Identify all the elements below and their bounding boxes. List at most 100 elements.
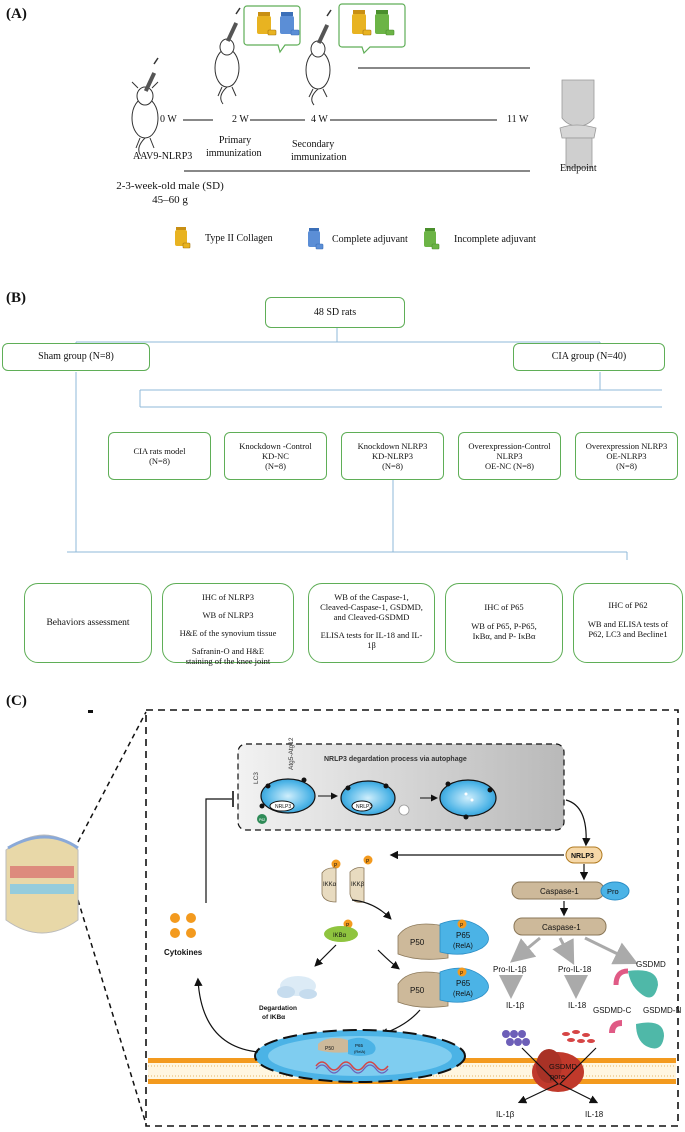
p-label: P xyxy=(366,859,370,865)
cytokines-icon xyxy=(170,913,196,938)
degradation-arrow xyxy=(314,944,337,967)
assay-p62: IHC of P62 WB and ELISA tests of P62, LC… xyxy=(573,583,683,663)
aav-label: AAV9-NLRP3 xyxy=(133,151,193,162)
assay-line: ELISA tests for IL-18 and IL- xyxy=(320,630,423,640)
p62-label: P62 xyxy=(259,818,265,822)
primary-label-2: immunization xyxy=(206,148,262,159)
joint-illustration-icon xyxy=(5,834,79,934)
lc3-label: LC3 xyxy=(253,772,260,784)
rat-icon-2w xyxy=(214,38,240,105)
legend-collagen-icon xyxy=(175,227,191,249)
phospho-icon xyxy=(343,919,353,929)
collagen-vial-icon xyxy=(257,12,277,36)
grey-arrow xyxy=(584,936,639,965)
group-box-kd-nlrp3: Knockdown NLRP3 KD-NLRP3 (N=8) xyxy=(341,432,444,480)
legend-collagen-label: Type II Collagen xyxy=(205,233,273,244)
knee-joint-icon xyxy=(559,79,597,169)
rat-desc-2: 45–60 g xyxy=(152,194,188,206)
rela-label: (RelA) xyxy=(453,943,473,950)
endpoint-label: Endpoint xyxy=(560,163,597,174)
assay-line: WB of the Caspase-1, xyxy=(334,592,409,602)
group-line: CIA rats model xyxy=(133,446,186,456)
assay-line: WB of NLRP3 xyxy=(202,610,254,620)
ikba-label: IKBα xyxy=(333,933,347,939)
p50-label: P50 xyxy=(410,938,425,947)
box-48-sd-rats: 48 SD rats xyxy=(265,297,405,328)
ikba-shape xyxy=(324,926,358,942)
group-line: Overexpression-Control xyxy=(468,441,551,451)
group-line: (N=8) xyxy=(382,461,403,471)
legend-complete-icon xyxy=(308,228,324,250)
syringe-icon xyxy=(225,7,241,42)
p65-label: P65 xyxy=(456,931,471,940)
ikk-complex-icon xyxy=(321,855,373,903)
group-line: Knockdown NLRP3 xyxy=(357,441,428,451)
ikka-label: IKKα xyxy=(323,882,337,888)
autophagy-title: NRLP3 degardation process via autophage xyxy=(324,756,467,763)
assay-behaviors: Behaviors assessment xyxy=(24,583,152,663)
assay-line: 1β xyxy=(367,640,376,650)
pro-label: Pro xyxy=(607,887,619,896)
zoom-frame xyxy=(145,709,679,1127)
p65-label: P65 xyxy=(456,979,471,988)
assay-line: IHC of P65 xyxy=(484,602,524,612)
assay-line: and Cleaved-GSDMD xyxy=(333,612,410,622)
group-box-oe-nc: Overexpression-Control NLRP3 OE-NC (N=8) xyxy=(458,432,561,480)
il18-molecules-icon xyxy=(562,1030,595,1043)
grey-arrow xyxy=(510,936,541,963)
legend-incomplete-icon xyxy=(424,228,440,250)
degradation-label-2: of IKBα xyxy=(262,1014,285,1021)
zoom-line-bottom xyxy=(77,899,147,1125)
nlrp3-small-label-2: NRLP3 xyxy=(356,804,372,810)
autophagy-to-nlrp3-arrow xyxy=(565,799,591,847)
assay-line: IκBα, and P- IκBα xyxy=(472,631,536,641)
gsdmd-n-label: GSDMD-N xyxy=(643,1006,681,1015)
gsdmd-full-icon xyxy=(613,968,658,998)
degradation-label-1: Degardation xyxy=(259,1005,297,1012)
grey-arrow xyxy=(552,937,575,965)
assay-line: WB and ELISA tests of xyxy=(587,619,669,629)
phospho-icon xyxy=(457,967,467,977)
group-line: OE-NC (N=8) xyxy=(485,461,534,471)
cytokines-label: Cytokines xyxy=(164,948,203,957)
assay-nlrp3: IHC of NLRP3 WB of NLRP3 H&E of the syno… xyxy=(162,583,294,666)
panel-a-graphics xyxy=(131,3,597,250)
box-cia-group: CIA group (N=40) xyxy=(513,343,665,371)
gsdmd-pore-icon xyxy=(532,1049,584,1092)
gsdmd-c-icon xyxy=(609,1020,623,1034)
panel-c-letter: (C) xyxy=(6,693,27,709)
il1b-label: IL-1β xyxy=(506,1001,525,1010)
group-box-cia-model: CIA rats model (N=8) xyxy=(108,432,211,480)
box-cia-label: CIA group (N=40) xyxy=(551,351,627,362)
rela-label: (RelA) xyxy=(453,991,473,998)
pro-il1b-label: Pro-IL-1β xyxy=(493,965,527,974)
group-line: OE-NLRP3 xyxy=(606,451,647,461)
rela-nucleus-label: (RelA) xyxy=(354,1049,366,1054)
box-48-sd-rats-label: 48 SD rats xyxy=(313,306,357,318)
primary-label-1: Primary xyxy=(218,135,252,146)
collagen-vial-icon xyxy=(352,10,372,36)
p65-nucleus-label: P65 xyxy=(355,1043,364,1048)
phospho-icon xyxy=(457,919,467,929)
panel-a-letter: (A) xyxy=(6,6,27,22)
pore-release-arrow xyxy=(558,1047,599,1104)
label-11w: 11 W xyxy=(507,114,529,125)
p50-nucleus-label: P50 xyxy=(325,1046,334,1052)
assay-line: Behaviors assessment xyxy=(46,618,130,628)
il18-label: IL-18 xyxy=(568,1001,587,1010)
legend-incomplete-label: Incomplete adjuvant xyxy=(454,234,536,245)
group-line: KD-NLRP3 xyxy=(371,451,414,461)
pro-domain xyxy=(600,881,630,901)
autophagosome-icon: NRLP3 xyxy=(340,780,410,816)
p50-label: P50 xyxy=(410,986,425,995)
group-line: NLRP3 xyxy=(496,451,523,461)
pro-il18-label: Pro-IL-18 xyxy=(558,965,592,974)
zoom-line-top xyxy=(77,711,147,843)
rat-desc-1: 2-3-week-old male (SD) xyxy=(116,180,224,192)
label-4w: 4 W xyxy=(311,114,328,125)
group-line: Knockdown -Control xyxy=(239,441,312,451)
caspase1b-label: Caspase-1 xyxy=(542,923,581,932)
caspase1-label: Caspase-1 xyxy=(540,887,579,896)
assay-line: WB of P65, P-P65, xyxy=(471,621,537,631)
